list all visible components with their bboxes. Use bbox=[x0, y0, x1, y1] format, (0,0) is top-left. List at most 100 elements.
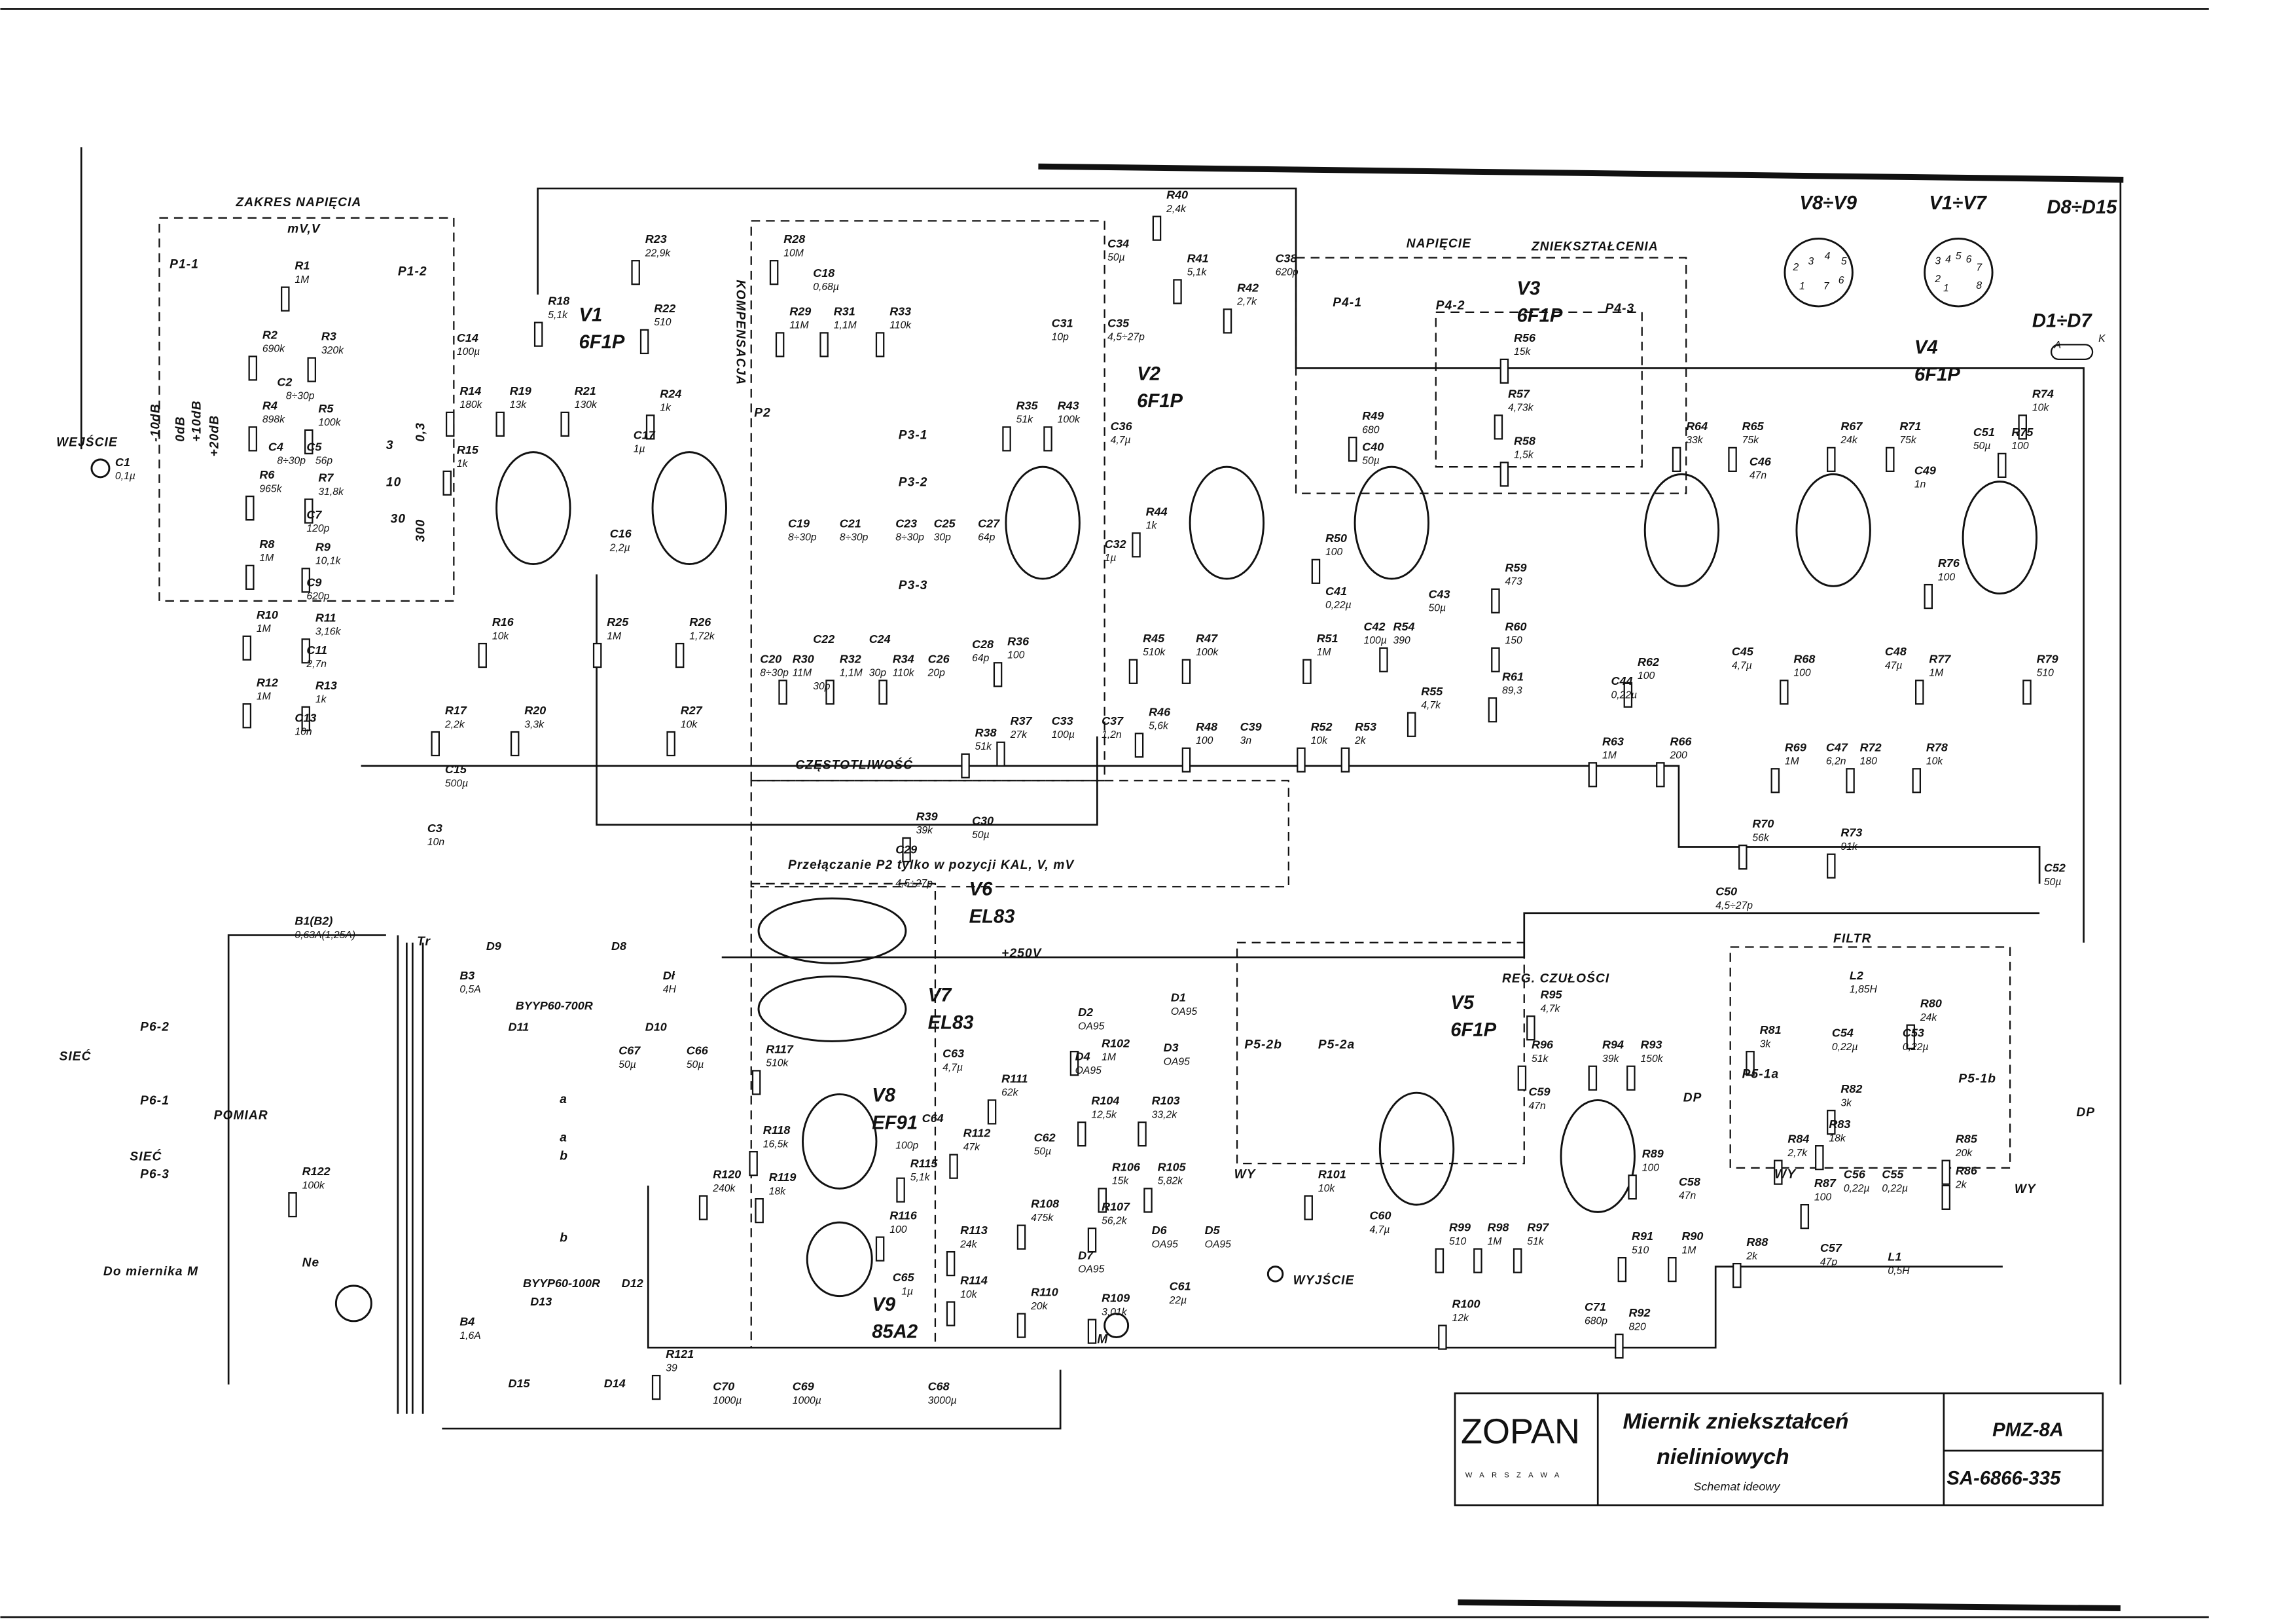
pin-number: 7 bbox=[1823, 281, 1830, 292]
pin-number: 4 bbox=[1825, 251, 1831, 262]
component-value: 110k bbox=[889, 320, 912, 331]
resistor-symbol bbox=[778, 680, 787, 705]
component-ref: R19 bbox=[510, 384, 531, 397]
component-ref: R10 bbox=[257, 608, 278, 621]
component-value: 27k bbox=[1010, 729, 1028, 740]
component-value: 680p bbox=[1585, 1315, 1607, 1326]
pinout-legend-title: D8÷D15 bbox=[2047, 197, 2117, 218]
component-ref: R4 bbox=[262, 399, 278, 412]
tube-v7 bbox=[757, 975, 907, 1042]
component-ref: R6 bbox=[259, 468, 275, 481]
resistor-symbol bbox=[242, 703, 252, 729]
component-value: 16,5k bbox=[763, 1139, 789, 1150]
component-ref: D9 bbox=[486, 939, 501, 953]
neon-lamp bbox=[334, 1285, 372, 1322]
component-ref: BYYP60-100R bbox=[523, 1277, 600, 1290]
component-value: 4,7µ bbox=[942, 1062, 963, 1073]
section-label: REG. CZUŁOŚCI bbox=[1502, 971, 1609, 985]
resistor-symbol bbox=[1626, 1065, 1636, 1091]
resistor-symbol bbox=[961, 753, 970, 778]
resistor-symbol bbox=[1348, 436, 1357, 462]
component-value: 4H bbox=[663, 984, 677, 995]
drawing-title-line2: nieliniowych bbox=[1657, 1444, 1789, 1469]
resistor-symbol bbox=[1517, 1065, 1527, 1091]
component-value: 8÷30p bbox=[788, 532, 817, 543]
tube-v4b bbox=[1795, 473, 1871, 587]
component-value: 30p bbox=[934, 532, 952, 543]
feedback-rail bbox=[596, 574, 1098, 826]
component-ref: C54 bbox=[1832, 1027, 1854, 1040]
component-value: 10n bbox=[295, 727, 312, 738]
component-ref: C24 bbox=[869, 632, 891, 646]
section-label: WY bbox=[1234, 1168, 1257, 1182]
pin-number: 6 bbox=[1839, 275, 1844, 286]
component-value: 3n bbox=[1240, 735, 1252, 746]
tube-type-label: EL83 bbox=[928, 1012, 974, 1033]
component-value: 50µ bbox=[1429, 603, 1446, 614]
component-ref: C17 bbox=[634, 428, 656, 441]
frame-top bbox=[1038, 163, 2124, 183]
component-value: 4,7µ bbox=[1111, 435, 1131, 446]
component-value: 0,22µ bbox=[1844, 1183, 1870, 1194]
component-value: 30p bbox=[869, 668, 887, 679]
resistor-symbol bbox=[1340, 747, 1350, 773]
component-ref: R99 bbox=[1449, 1221, 1471, 1234]
b-plus-rail-bottom bbox=[721, 912, 2040, 958]
component-ref: C50 bbox=[1715, 885, 1737, 898]
component-value: 1M bbox=[1929, 668, 1944, 679]
component-ref: C22 bbox=[813, 632, 834, 646]
component-value: 1k bbox=[660, 403, 672, 414]
component-ref: C29 bbox=[895, 843, 917, 856]
section-label: M bbox=[1097, 1333, 1108, 1347]
component-ref: R101 bbox=[1318, 1168, 1346, 1181]
component-value: 1n bbox=[1914, 479, 1926, 490]
resistor-symbol bbox=[1800, 1204, 1810, 1230]
component-ref: C47 bbox=[1826, 740, 1848, 754]
section-label: 3 bbox=[386, 439, 394, 452]
section-label: P5-2b bbox=[1244, 1038, 1282, 1052]
component-value: 18k bbox=[1829, 1133, 1846, 1144]
tube-ref-label: V6 bbox=[969, 879, 993, 900]
component-value: 130k bbox=[575, 399, 598, 410]
resistor-symbol bbox=[1016, 1224, 1026, 1250]
component-value: 2,7n bbox=[306, 659, 327, 670]
component-ref: B4 bbox=[459, 1315, 475, 1328]
component-ref: R33 bbox=[889, 304, 911, 318]
title-block-frame bbox=[1454, 1392, 2104, 1506]
component-value: 10n bbox=[427, 837, 445, 848]
component-ref: R56 bbox=[1514, 331, 1536, 344]
component-ref: R51 bbox=[1317, 632, 1338, 645]
component-ref: D12 bbox=[622, 1277, 643, 1290]
output-jack bbox=[1266, 1266, 1284, 1283]
resistor-symbol bbox=[819, 332, 829, 357]
component-ref: R23 bbox=[645, 232, 667, 246]
component-ref: R67 bbox=[1840, 420, 1863, 433]
tube-ref-label: V4 bbox=[1914, 337, 1938, 358]
component-ref: D5 bbox=[1205, 1224, 1221, 1237]
resistor-symbol bbox=[1491, 588, 1500, 613]
component-ref: C63 bbox=[942, 1047, 964, 1060]
component-ref: R122 bbox=[302, 1165, 331, 1178]
component-value: 3k bbox=[1760, 1038, 1772, 1049]
section-label: KOMPENSACJA bbox=[733, 280, 747, 385]
section-label: Przełączanie P2 tylko w pozycji KAL, V, … bbox=[788, 858, 1075, 872]
resistor-symbol bbox=[533, 321, 543, 347]
component-value: 100k bbox=[318, 417, 341, 428]
component-ref: R92 bbox=[1628, 1306, 1650, 1319]
component-value: 1µ bbox=[634, 444, 645, 455]
component-ref: R108 bbox=[1031, 1197, 1059, 1211]
component-value: 20k bbox=[1955, 1148, 1973, 1159]
section-label: -10dB bbox=[149, 403, 162, 442]
component-ref: R84 bbox=[1787, 1133, 1809, 1146]
resistor-symbol bbox=[1617, 1256, 1627, 1283]
component-value: 1M bbox=[1681, 1245, 1696, 1256]
component-value: 100 bbox=[1638, 670, 1655, 682]
component-value: 1M bbox=[257, 691, 272, 702]
resistor-symbol bbox=[1435, 1248, 1444, 1273]
component-value: 510 bbox=[1632, 1245, 1649, 1256]
component-ref: R27 bbox=[681, 704, 703, 717]
component-ref: C4 bbox=[268, 440, 283, 453]
component-ref: R100 bbox=[1452, 1298, 1480, 1311]
resistor-symbol bbox=[1615, 1333, 1624, 1359]
resistor-symbol bbox=[1588, 1065, 1598, 1091]
